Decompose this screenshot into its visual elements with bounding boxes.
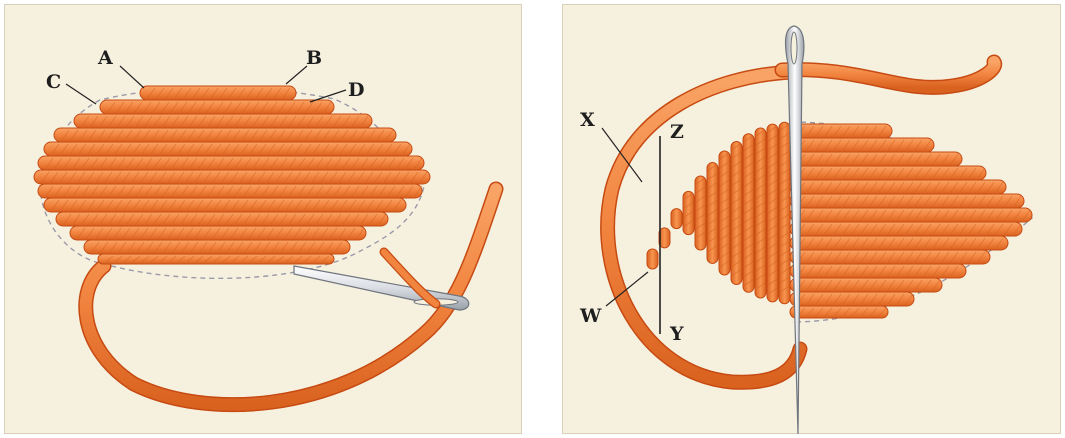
thread-row-right-14 <box>790 306 888 318</box>
label-a: A <box>97 47 113 69</box>
thread-row-11 <box>70 226 366 240</box>
wrap-stitch-5 <box>731 141 742 284</box>
label-z: Z <box>670 121 684 143</box>
wrapping-stitches <box>647 122 790 304</box>
leader-b <box>286 66 307 84</box>
thread-row-7 <box>34 170 430 184</box>
thread-row-right-9 <box>790 236 1008 250</box>
thread-row-6 <box>38 156 424 170</box>
thread-row-right-12 <box>790 278 942 292</box>
thread-row-right-11 <box>790 264 966 278</box>
thread-row-2 <box>100 100 334 114</box>
wrap-stitch-10 <box>671 209 682 229</box>
satin-stitch-rows <box>34 86 430 264</box>
thread-row-10 <box>56 212 388 226</box>
thread-row-right-4 <box>790 166 986 180</box>
right-illustration-panel: X Z W Y <box>562 4 1061 434</box>
wrap-stitch-9 <box>683 191 694 234</box>
left-illustration-panel: A B C D <box>4 4 522 434</box>
thread-row-4 <box>54 128 396 142</box>
thread-row-9 <box>44 198 406 212</box>
thread-row-right-8 <box>790 222 1022 236</box>
wrap-stitch-3 <box>755 128 766 298</box>
thread-row-5 <box>44 142 412 156</box>
right-illustration: X Z W Y <box>562 4 1061 434</box>
label-c: C <box>46 71 61 93</box>
wrap-stitch-1 <box>779 122 790 304</box>
label-d: D <box>348 79 364 101</box>
thread-row-1 <box>140 86 296 100</box>
label-b: B <box>306 47 322 69</box>
thread-row-right-7 <box>790 208 1032 222</box>
thread-row-right-2 <box>790 138 934 152</box>
thread-row-right-6 <box>790 194 1024 208</box>
label-y: Y <box>669 323 684 345</box>
leader-c <box>66 84 96 104</box>
thread-row-8 <box>38 184 422 198</box>
wrap-stitch-12 <box>647 249 658 269</box>
wrap-stitch-4 <box>743 134 754 292</box>
leader-a <box>120 66 144 88</box>
thread-row-right-10 <box>790 250 990 264</box>
wrap-stitch-6 <box>719 151 730 275</box>
label-w: W <box>579 305 602 327</box>
satin-stitch-rows-right <box>790 124 1032 318</box>
left-illustration: A B C D <box>4 4 522 434</box>
thread-row-right-5 <box>790 180 1006 194</box>
wrap-stitch-8 <box>695 176 706 250</box>
wrap-stitch-2 <box>767 124 778 302</box>
needle-left <box>294 266 469 310</box>
thread-row-right-13 <box>790 292 914 306</box>
thread-row-12 <box>84 240 350 254</box>
label-x: X <box>580 109 595 131</box>
thread-row-right-3 <box>790 152 962 166</box>
thread-row-13 <box>98 254 334 264</box>
wrap-stitch-7 <box>707 163 718 264</box>
thread-row-3 <box>74 114 372 128</box>
thread-row-right-1 <box>790 124 892 138</box>
